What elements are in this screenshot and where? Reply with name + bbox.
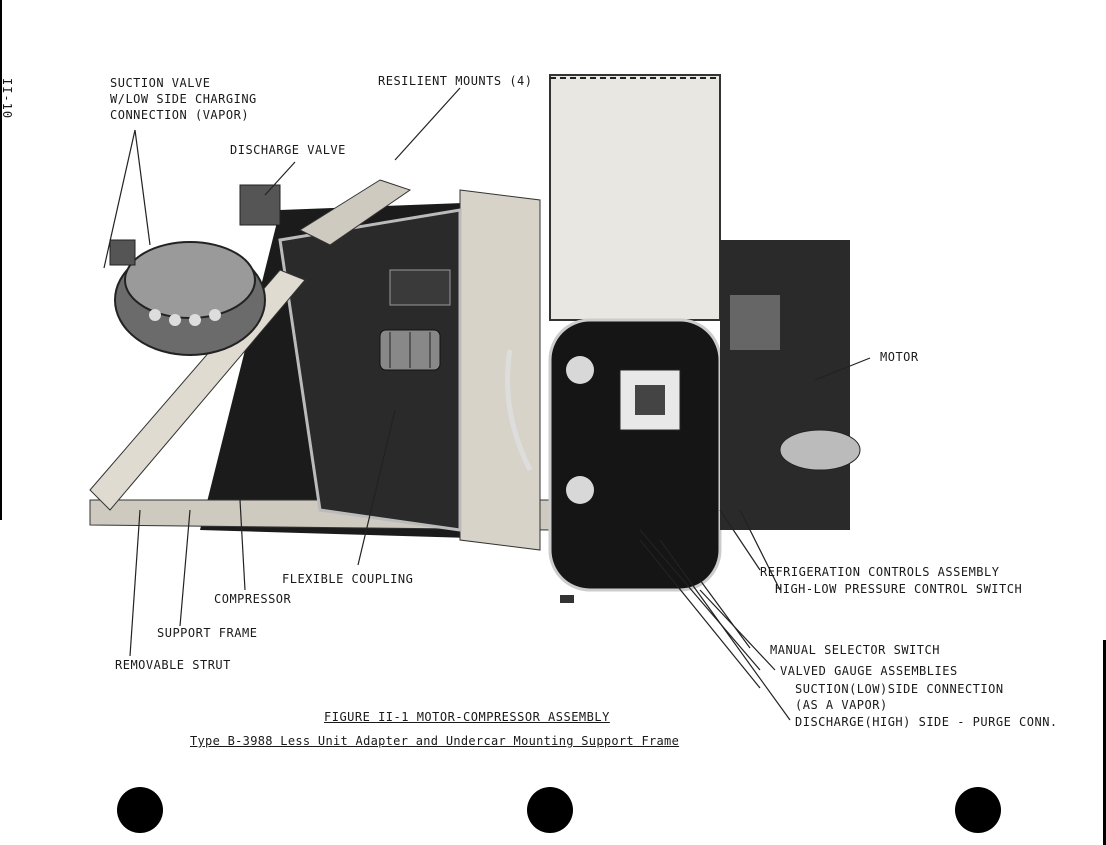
label-suction-valve-line1: SUCTION VALVE bbox=[110, 76, 211, 90]
page-edge-left bbox=[0, 0, 2, 520]
figure-subtitle: Type B-3988 Less Unit Adapter and Underc… bbox=[190, 734, 680, 748]
label-valved-gauge: VALVED GAUGE ASSEMBLIES bbox=[780, 664, 958, 678]
label-suction-low-side: SUCTION(LOW)SIDE CONNECTION bbox=[795, 682, 1004, 696]
label-motor: MOTOR bbox=[880, 350, 919, 364]
label-discharge-high-side: DISCHARGE(HIGH) SIDE - PURGE CONN. bbox=[795, 715, 1058, 729]
label-suction-valve-line2: W/LOW SIDE CHARGING bbox=[110, 92, 257, 106]
punch-hole-icon bbox=[955, 787, 1001, 833]
label-manual-selector: MANUAL SELECTOR SWITCH bbox=[770, 643, 940, 657]
label-refrigeration-controls: REFRIGERATION CONTROLS ASSEMBLY bbox=[760, 565, 1000, 579]
label-as-a-vapor: (AS A VAPOR) bbox=[795, 698, 888, 712]
label-support-frame: SUPPORT FRAME bbox=[157, 626, 258, 640]
punch-hole-icon bbox=[117, 787, 163, 833]
motor-compressor-photo bbox=[89, 74, 861, 603]
label-flexible-coupling: FLEXIBLE COUPLING bbox=[282, 572, 414, 586]
label-compressor: COMPRESSOR bbox=[214, 592, 292, 606]
label-removable-strut: REMOVABLE STRUT bbox=[115, 658, 231, 672]
label-discharge-valve: DISCHARGE VALVE bbox=[230, 143, 346, 157]
label-resilient-mounts: RESILIENT MOUNTS (4) bbox=[378, 74, 533, 88]
page-edge-right bbox=[1103, 640, 1106, 845]
label-suction-valve-line3: CONNECTION (VAPOR) bbox=[110, 108, 250, 122]
punch-hole-icon bbox=[527, 787, 573, 833]
label-high-low-pressure: HIGH-LOW PRESSURE CONTROL SWITCH bbox=[775, 582, 1023, 596]
figure-caption: FIGURE II-1 MOTOR-COMPRESSOR ASSEMBLY bbox=[324, 710, 610, 724]
